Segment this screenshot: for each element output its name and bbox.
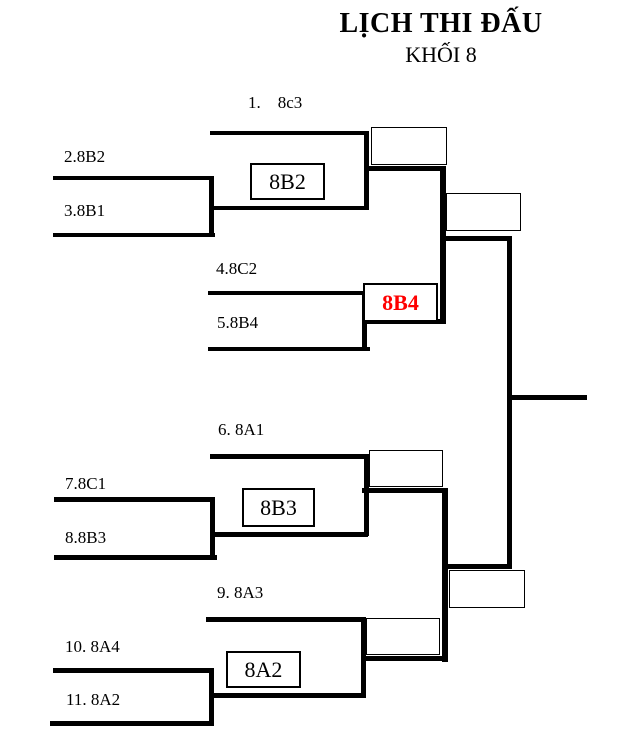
line-seed6-8a1	[210, 454, 368, 459]
seed-label-5: 5.8B4	[217, 313, 259, 332]
seed-label-9: 9. 8A3	[217, 583, 264, 602]
seed-label-3: 3.8B1	[64, 201, 106, 220]
line-seed7-8c1	[54, 497, 214, 502]
line-match-10-11-winner	[212, 693, 366, 698]
connector-match-10-11	[209, 668, 214, 726]
connector-match-d	[361, 617, 366, 698]
line-seed4-8c2	[208, 291, 365, 295]
result-box-8b2: 8B2	[250, 163, 325, 200]
line-match-2-3-winner	[211, 206, 368, 210]
result-box-8b4-label: 8B4	[382, 289, 419, 315]
result-box-8a2: 8A2	[226, 651, 301, 688]
line-seed9-8a3	[206, 617, 366, 622]
connector-match-7-8	[210, 497, 215, 559]
line-seed8-8b3	[54, 555, 217, 560]
result-box-top-quarterfinal-empty	[371, 127, 447, 165]
page-title: LỊCH THI ĐẤU	[339, 8, 543, 39]
line-match-d-winner	[364, 656, 447, 661]
connector-top-semifinal	[440, 166, 446, 324]
result-box-8b2-label: 8B2	[269, 168, 306, 194]
page-subtitle: KHỐI 8	[405, 42, 477, 67]
line-bottom-semifinal-winner	[445, 564, 512, 569]
seed-label-10: 10. 8A4	[65, 637, 120, 656]
result-box-top-semifinal-empty	[446, 193, 521, 231]
line-match-a-winner	[364, 166, 445, 171]
line-seed5-8b4	[208, 347, 370, 351]
result-box-bottom-semifinal-empty	[449, 570, 525, 608]
seed-label-2: 2.8B2	[64, 147, 106, 166]
seed-label-11: 11. 8A2	[66, 690, 121, 709]
connector-final	[507, 236, 512, 569]
seed-label-6: 6. 8A1	[218, 420, 265, 439]
result-box-bottom-quarterfinal-empty	[369, 450, 443, 487]
line-match-c-winner	[362, 488, 444, 493]
line-match-7-8-winner	[212, 532, 368, 537]
result-box-8b3: 8B3	[242, 488, 315, 527]
seed-label-4: 4.8C2	[216, 259, 258, 278]
line-seed11-8a2	[50, 721, 214, 726]
connector-match-c	[364, 454, 369, 536]
line-seed1-8c3	[210, 131, 368, 135]
result-box-8b4: 8B4	[363, 283, 438, 322]
line-seed10-8a4	[53, 668, 213, 673]
result-box-8b3-label: 8B3	[260, 494, 297, 520]
seed-label-8: 8.8B3	[65, 528, 107, 547]
line-champion	[509, 395, 587, 400]
seed-label-7: 7.8C1	[65, 474, 107, 493]
line-top-semifinal-winner	[443, 236, 512, 241]
line-seed2-8b2	[53, 176, 213, 180]
line-seed3-8b1	[53, 233, 215, 237]
result-box-8a2-label: 8A2	[244, 656, 283, 682]
result-box-match-d-empty	[366, 618, 440, 655]
seed-label-1: 1. 8c3	[248, 93, 303, 112]
connector-bottom-semifinal	[442, 488, 448, 662]
